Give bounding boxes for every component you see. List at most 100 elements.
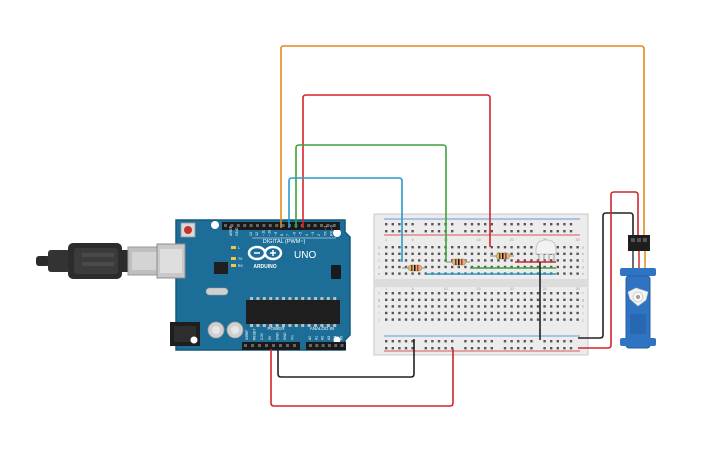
breadboard-hole[interactable]: [398, 347, 401, 350]
breadboard-hole[interactable]: [576, 305, 579, 308]
breadboard-hole[interactable]: [510, 223, 513, 226]
breadboard-hole[interactable]: [497, 259, 500, 262]
breadboard-hole[interactable]: [543, 340, 546, 343]
breadboard-hole[interactable]: [391, 311, 394, 315]
breadboard-hole[interactable]: [530, 298, 533, 301]
breadboard-hole[interactable]: [404, 340, 408, 343]
breadboard-hole[interactable]: [470, 318, 474, 321]
breadboard-hole[interactable]: [550, 340, 553, 343]
breadboard-hole[interactable]: [464, 340, 467, 343]
breadboard-hole[interactable]: [411, 246, 414, 249]
breadboard-hole[interactable]: [517, 265, 520, 269]
breadboard-hole[interactable]: [457, 252, 460, 255]
breadboard-hole[interactable]: [391, 259, 394, 262]
breadboard-hole[interactable]: [556, 311, 559, 315]
breadboard-hole[interactable]: [437, 252, 441, 255]
breadboard-hole[interactable]: [484, 246, 487, 249]
breadboard-hole[interactable]: [385, 298, 388, 301]
breadboard-hole[interactable]: [464, 292, 467, 295]
breadboard-hole[interactable]: [550, 292, 553, 295]
breadboard-hole[interactable]: [556, 246, 559, 249]
breadboard-hole[interactable]: [398, 265, 401, 269]
breadboard-hole[interactable]: [576, 272, 579, 275]
breadboard-hole[interactable]: [464, 230, 467, 233]
breadboard-hole[interactable]: [385, 272, 388, 275]
breadboard-hole[interactable]: [530, 347, 533, 350]
breadboard-hole[interactable]: [411, 272, 414, 275]
breadboard-hole[interactable]: [404, 265, 408, 269]
breadboard-hole[interactable]: [477, 252, 480, 255]
breadboard-hole[interactable]: [404, 318, 408, 321]
breadboard-hole[interactable]: [497, 292, 500, 295]
breadboard-hole[interactable]: [484, 340, 487, 343]
breadboard-hole[interactable]: [404, 347, 408, 350]
breadboard-hole[interactable]: [437, 259, 441, 262]
breadboard-hole[interactable]: [418, 292, 421, 295]
breadboard-hole[interactable]: [470, 230, 474, 233]
breadboard-hole[interactable]: [464, 305, 467, 308]
breadboard-hole[interactable]: [457, 305, 460, 308]
wire-green[interactable]: [295, 144, 447, 262]
breadboard-hole[interactable]: [457, 265, 460, 269]
breadboard-hole[interactable]: [470, 252, 474, 255]
breadboard-hole[interactable]: [556, 265, 559, 269]
breadboard-hole[interactable]: [503, 340, 507, 343]
breadboard-hole[interactable]: [556, 272, 559, 275]
breadboard-hole[interactable]: [418, 252, 421, 255]
breadboard-hole[interactable]: [464, 265, 467, 269]
breadboard-hole[interactable]: [444, 311, 447, 315]
breadboard-hole[interactable]: [569, 340, 573, 343]
wire-black-servo[interactable]: [578, 212, 634, 339]
breadboard-hole[interactable]: [424, 298, 427, 301]
breadboard-hole[interactable]: [404, 292, 408, 295]
breadboard-hole[interactable]: [391, 305, 394, 308]
breadboard-hole[interactable]: [451, 311, 454, 315]
breadboard-hole[interactable]: [569, 318, 573, 321]
breadboard-hole[interactable]: [391, 230, 394, 233]
breadboard-hole[interactable]: [543, 311, 546, 315]
breadboard-hole[interactable]: [431, 298, 434, 301]
breadboard-hole[interactable]: [490, 259, 493, 262]
breadboard-hole[interactable]: [536, 311, 540, 315]
breadboard-hole[interactable]: [431, 223, 434, 226]
breadboard-hole[interactable]: [418, 318, 421, 321]
breadboard-hole[interactable]: [431, 340, 434, 343]
breadboard-hole[interactable]: [437, 305, 441, 308]
breadboard-hole[interactable]: [563, 318, 566, 321]
breadboard-hole[interactable]: [510, 347, 513, 350]
breadboard-hole[interactable]: [424, 340, 427, 343]
breadboard-hole[interactable]: [556, 305, 559, 308]
breadboard-hole[interactable]: [569, 298, 573, 301]
breadboard-hole[interactable]: [404, 246, 408, 249]
breadboard-hole[interactable]: [411, 230, 414, 233]
breadboard-hole[interactable]: [385, 311, 388, 315]
breadboard-hole[interactable]: [550, 230, 553, 233]
breadboard-hole[interactable]: [569, 265, 573, 269]
breadboard-hole[interactable]: [404, 305, 408, 308]
breadboard-hole[interactable]: [569, 272, 573, 275]
breadboard-hole[interactable]: [385, 347, 388, 350]
breadboard-hole[interactable]: [510, 265, 513, 269]
breadboard-hole[interactable]: [464, 318, 467, 321]
breadboard-hole[interactable]: [398, 340, 401, 343]
breadboard-hole[interactable]: [411, 223, 414, 226]
breadboard-hole[interactable]: [437, 340, 441, 343]
breadboard-hole[interactable]: [451, 298, 454, 301]
breadboard-hole[interactable]: [424, 259, 427, 262]
breadboard-hole[interactable]: [484, 292, 487, 295]
breadboard-hole[interactable]: [398, 259, 401, 262]
breadboard-hole[interactable]: [503, 311, 507, 315]
breadboard-hole[interactable]: [418, 305, 421, 308]
breadboard-hole[interactable]: [484, 223, 487, 226]
breadboard-hole[interactable]: [385, 292, 388, 295]
breadboard-hole[interactable]: [431, 259, 434, 262]
breadboard-hole[interactable]: [437, 311, 441, 315]
breadboard-hole[interactable]: [411, 292, 414, 295]
breadboard-hole[interactable]: [503, 318, 507, 321]
breadboard-hole[interactable]: [523, 230, 526, 233]
breadboard-hole[interactable]: [503, 259, 507, 262]
breadboard-hole[interactable]: [424, 223, 427, 226]
breadboard-hole[interactable]: [569, 305, 573, 308]
breadboard-hole[interactable]: [444, 292, 447, 295]
breadboard-hole[interactable]: [543, 318, 546, 321]
